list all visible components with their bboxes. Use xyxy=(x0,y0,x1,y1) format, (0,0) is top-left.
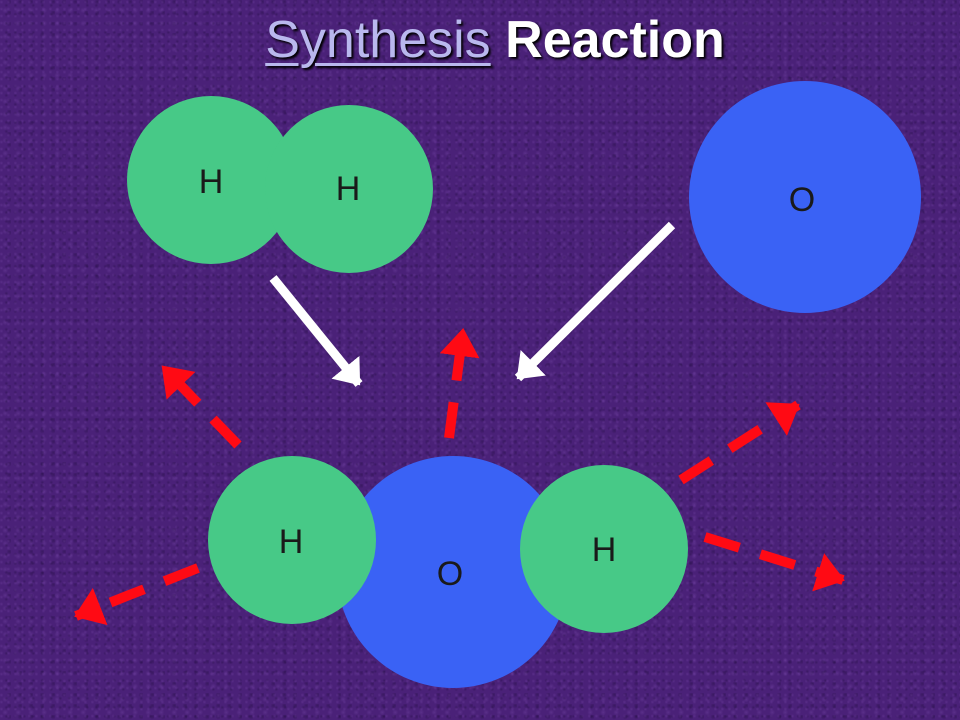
atom-label: H xyxy=(199,163,224,201)
slide-title: Synthesis Reaction xyxy=(0,8,960,72)
atom-label: H xyxy=(279,523,304,561)
energy-arrow-lower-right xyxy=(703,532,845,592)
energy-arrow-lower-left xyxy=(74,563,200,626)
synthesis-link[interactable]: Synthesis xyxy=(265,11,491,69)
reaction-arrow-right xyxy=(514,221,676,382)
oxygen-atom xyxy=(337,456,569,688)
energy-arrow-up xyxy=(439,328,480,439)
hydrogen-atom xyxy=(208,456,376,624)
atom-label: H xyxy=(336,170,361,208)
reaction-arrow-left xyxy=(269,275,363,387)
energy-arrow-upper-left xyxy=(159,363,242,449)
atom-label: O xyxy=(437,555,463,593)
hydrogen-atom xyxy=(127,96,295,264)
atom-label: O xyxy=(789,181,815,219)
hydrogen-molecule: H H xyxy=(127,96,433,273)
water-molecule: O H H xyxy=(208,456,688,688)
hydrogen-atom xyxy=(520,465,688,633)
oxygen-reactant: O xyxy=(689,81,921,313)
energy-arrow-upper-right xyxy=(678,400,801,485)
hydrogen-atom xyxy=(265,105,433,273)
atom-label: H xyxy=(592,531,617,569)
oxygen-atom xyxy=(689,81,921,313)
title-reaction-text: Reaction xyxy=(505,11,725,69)
